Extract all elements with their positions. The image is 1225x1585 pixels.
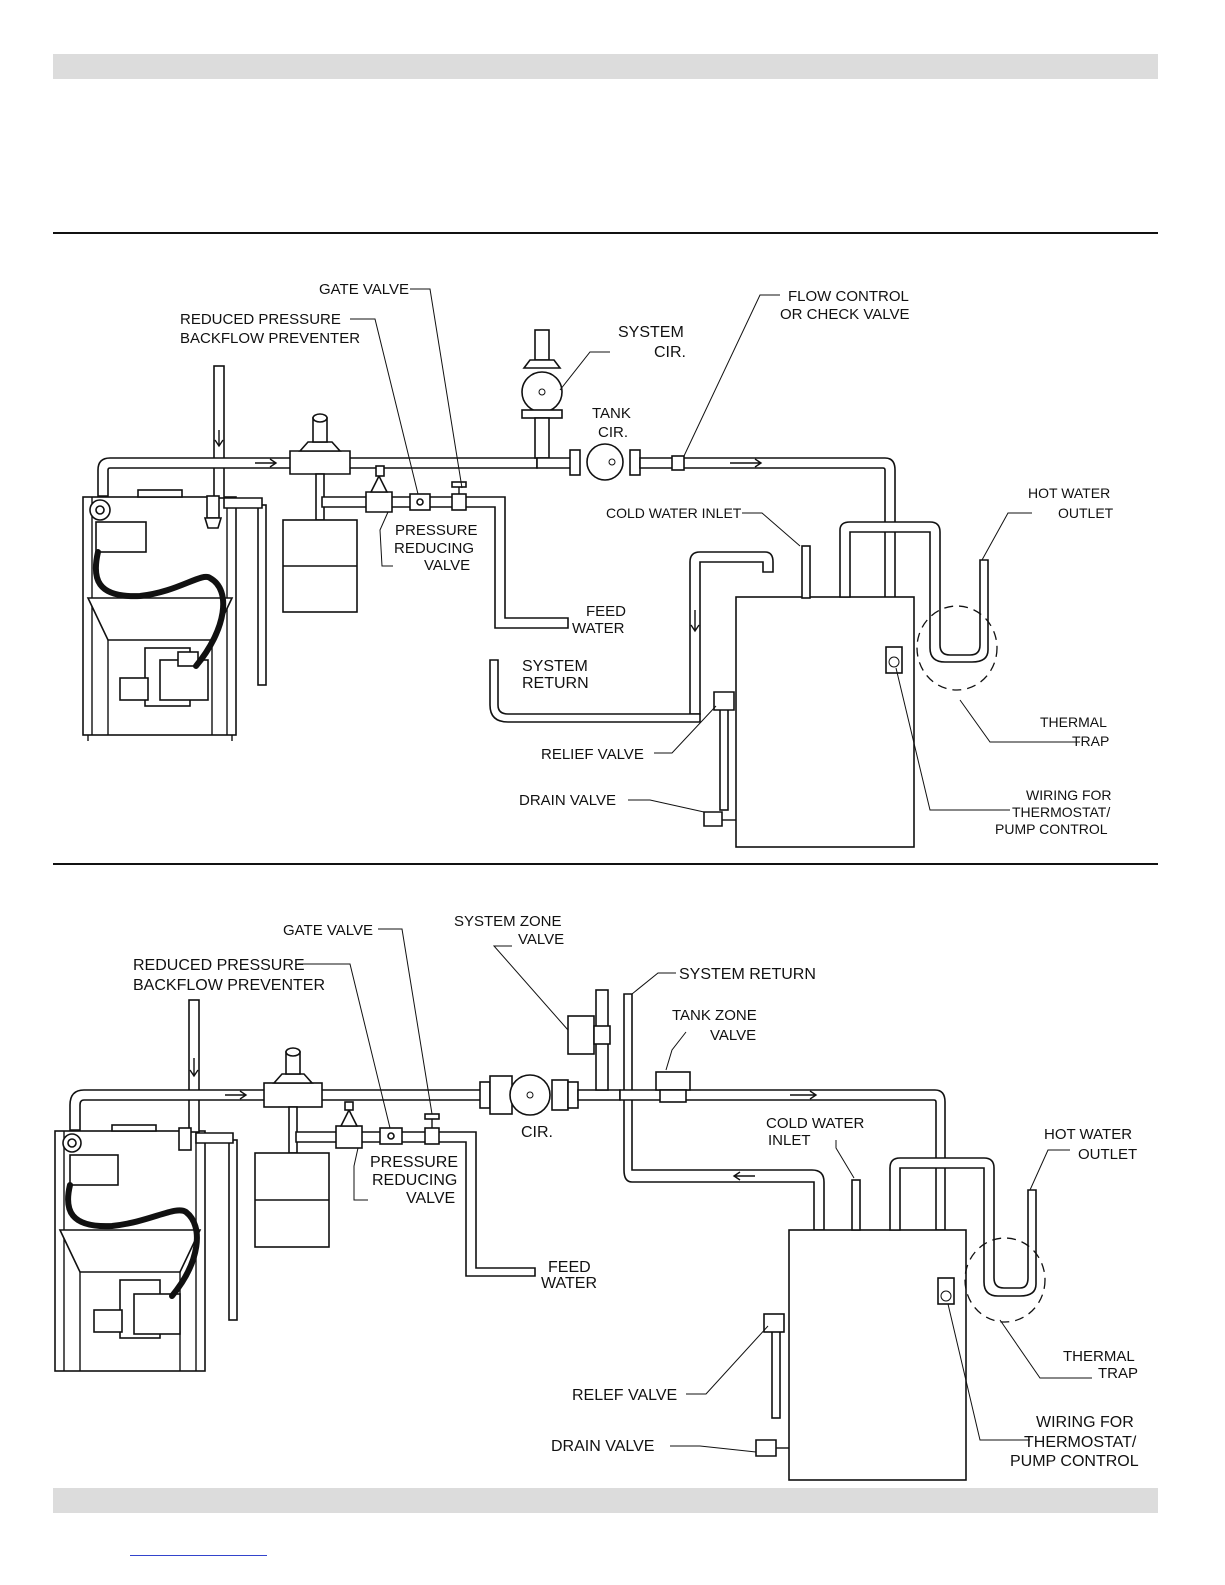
label-backflow-line1: REDUCED PRESSURE (180, 311, 341, 328)
tank-zone-valve (655, 1071, 691, 1103)
label-cold-water-inlet: COLD WATER INLET (606, 505, 742, 521)
label-zone-valve-line2: VALVE (518, 931, 564, 948)
label-feed-line2: WATER (541, 1275, 597, 1292)
gate-valve (451, 481, 467, 511)
label-system-return: SYSTEM RETURN (679, 966, 816, 983)
boiler (54, 1124, 206, 1372)
label-gate-valve: GATE VALVE (319, 281, 409, 298)
label-wiring-line1: WIRING FOR (1026, 787, 1112, 803)
zone-valve-piping-diagram: GATE VALVE REDUCED PRESSURE BACKFLOW PRE… (54, 913, 1139, 1481)
label-prv-line2: REDUCING (394, 540, 474, 557)
label-thermal-line2: TRAP (1098, 1365, 1138, 1382)
label-drain-valve: DRAIN VALVE (519, 792, 616, 809)
storage-tank (788, 1229, 967, 1481)
label-thermal-line1: THERMAL (1063, 1348, 1135, 1365)
boiler (82, 489, 237, 741)
header-band (53, 54, 1158, 79)
label-cold-inlet-line1: COLD WATER (766, 1115, 865, 1132)
gate-valve (424, 1113, 440, 1145)
expansion-tank (254, 1106, 330, 1248)
label-tank-zone-line2: VALVE (710, 1027, 756, 1044)
label-hot-water-line1: HOT WATER (1028, 485, 1110, 501)
burner (93, 1279, 181, 1339)
air-separator (289, 413, 351, 475)
system-circulator (521, 329, 563, 459)
label-wiring-line3: PUMP CONTROL (1010, 1453, 1139, 1470)
label-hot-water-line1: HOT WATER (1044, 1126, 1132, 1143)
label-prv-line3: VALVE (406, 1190, 455, 1207)
label-feed-line1: FEED (548, 1259, 591, 1276)
label-backflow-line2: BACKFLOW PREVENTER (180, 330, 360, 347)
pressure-reducing-valve (335, 1101, 363, 1149)
label-hot-water-line2: OUTLET (1078, 1146, 1137, 1163)
label-relief-valve: RELEF VALVE (572, 1387, 677, 1404)
label-flow-control-line1: FLOW CONTROL (788, 288, 909, 305)
label-cold-inlet-line2: INLET (768, 1132, 811, 1149)
label-wiring-line3: PUMP CONTROL (995, 821, 1108, 837)
backflow-preventer (409, 493, 431, 511)
label-prv-line1: PRESSURE (370, 1154, 458, 1171)
middle-divider (53, 863, 1158, 865)
pressure-reducing-valve (365, 465, 393, 513)
tank-circulator-piping-diagram: GATE VALVE REDUCED PRESSURE BACKFLOW PRE… (82, 281, 1114, 848)
label-drain-valve: DRAIN VALVE (551, 1438, 654, 1455)
tank-circulator (569, 443, 641, 481)
label-wiring-line2: THERMOSTAT/ (1024, 1434, 1137, 1451)
label-flow-control-line2: OR CHECK VALVE (780, 306, 909, 323)
footer-band (53, 1488, 1158, 1513)
label-prv-line3: VALVE (424, 557, 470, 574)
label-system-cir-line1: SYSTEM (618, 324, 684, 341)
label-system-return-line2: RETURN (522, 675, 589, 692)
burner (119, 647, 209, 707)
label-thermal-line2: TRAP (1072, 733, 1109, 749)
expansion-tank (282, 473, 358, 613)
label-prv-line1: PRESSURE (395, 522, 478, 539)
top-divider (53, 232, 1158, 234)
label-gate-valve: GATE VALVE (283, 922, 373, 939)
label-thermal-line1: THERMAL (1040, 714, 1107, 730)
backflow-preventer (379, 1127, 403, 1145)
label-zone-valve-line1: SYSTEM ZONE (454, 913, 562, 930)
label-backflow-line2: BACKFLOW PREVENTER (133, 977, 325, 994)
label-feed-line1: FEED (586, 603, 626, 620)
label-feed-line2: WATER (572, 620, 625, 637)
circulator (479, 1074, 579, 1116)
footer-link-underline (130, 1555, 267, 1556)
label-system-cir-line2: CIR. (654, 344, 686, 361)
label-tank-cir-line2: CIR. (598, 424, 628, 441)
label-hot-water-line2: OUTLET (1058, 505, 1114, 521)
label-tank-cir-line1: TANK (592, 405, 631, 422)
system-zone-valve (567, 1015, 611, 1055)
label-backflow-line1: REDUCED PRESSURE (133, 957, 305, 974)
label-tank-zone-line1: TANK ZONE (672, 1007, 757, 1024)
label-system-return-line1: SYSTEM (522, 658, 588, 675)
label-cir: CIR. (521, 1124, 553, 1141)
air-separator (263, 1047, 323, 1108)
storage-tank (735, 596, 915, 848)
label-relief-valve: RELIEF VALVE (541, 746, 644, 763)
label-prv-line2: REDUCING (372, 1172, 457, 1189)
label-wiring-line1: WIRING FOR (1036, 1414, 1134, 1431)
label-wiring-line2: THERMOSTAT/ (1012, 804, 1110, 820)
